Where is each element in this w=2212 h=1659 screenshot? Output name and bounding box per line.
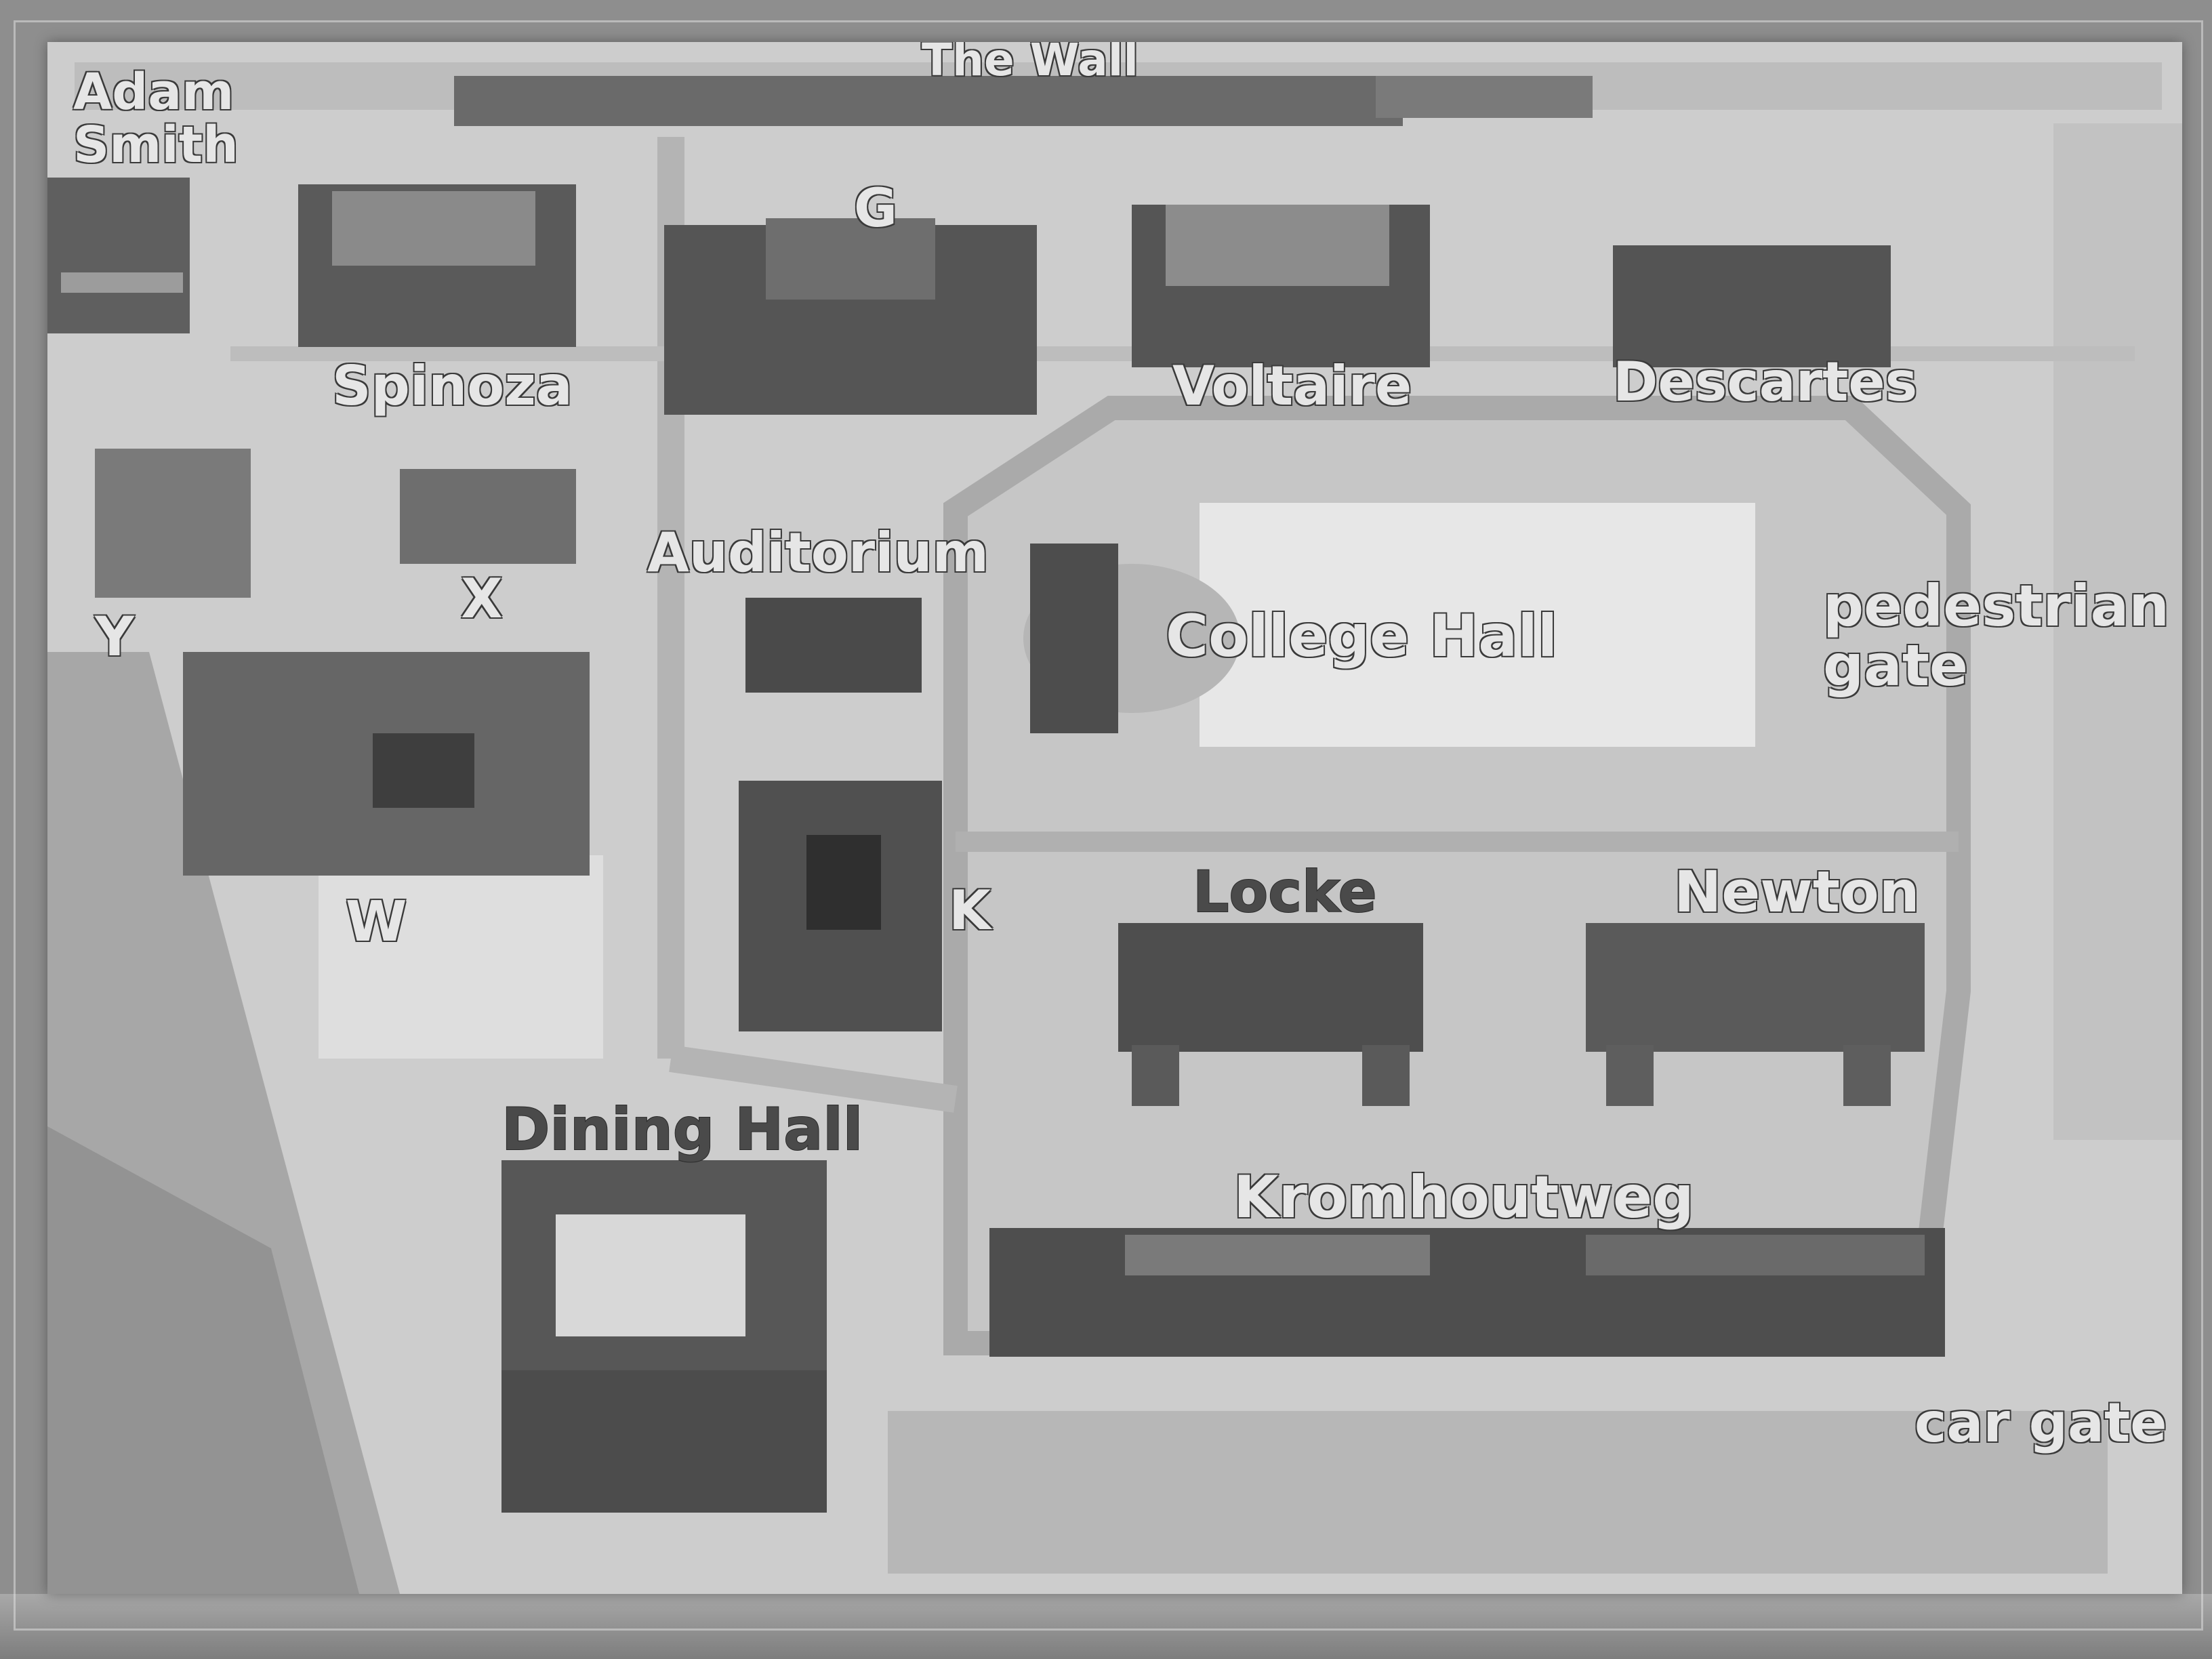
east-neighbourhood: [2053, 123, 2182, 1140]
label-x: X: [460, 567, 504, 630]
label-w: W: [345, 890, 407, 954]
label-college-hall: College Hall: [1165, 602, 1558, 670]
industrial-area: [47, 1126, 359, 1594]
college-hall-building: [1030, 544, 1118, 733]
adam-smith-building: [47, 178, 190, 333]
label-descartes: Descartes: [1612, 350, 1918, 413]
label-y: Y: [94, 605, 135, 668]
x-building: [400, 469, 576, 564]
sports-field: [319, 855, 603, 1059]
the-wall-building: [454, 76, 1403, 126]
central-lawn: [1200, 503, 1755, 747]
label-dining-hall: Dining Hall: [501, 1096, 863, 1164]
label-pedestrian-gate: pedestrian gate: [1822, 573, 2170, 699]
table-surface: [0, 1594, 2212, 1659]
locke-building: [1118, 923, 1423, 1052]
label-g: G: [853, 178, 898, 239]
label-newton: Newton: [1673, 859, 1921, 925]
label-car-gate: car gate: [1914, 1391, 2167, 1454]
label-kromhoutweg: Kromhoutweg: [1233, 1164, 1695, 1231]
label-auditorium: Auditorium: [647, 521, 989, 584]
label-adam-smith: Adam Smith: [73, 63, 239, 174]
y-building: [95, 449, 251, 598]
south-parking: [888, 1411, 2108, 1574]
newton-building: [1586, 923, 1925, 1052]
label-locke: Locke: [1192, 859, 1378, 925]
campus-map-sheet: The Wall Adam Smith G Spinoza Voltaire D…: [47, 42, 2182, 1594]
label-spinoza: Spinoza: [331, 354, 573, 417]
label-k: K: [948, 879, 991, 942]
west-connector: [669, 1045, 958, 1113]
campus-map: [47, 42, 2182, 1594]
descartes-building: [1613, 245, 1891, 367]
auditorium-building: [745, 598, 922, 693]
label-voltaire: Voltaire: [1172, 354, 1412, 417]
the-wall-annex: [1376, 76, 1593, 118]
label-the-wall: The Wall: [921, 42, 1139, 86]
